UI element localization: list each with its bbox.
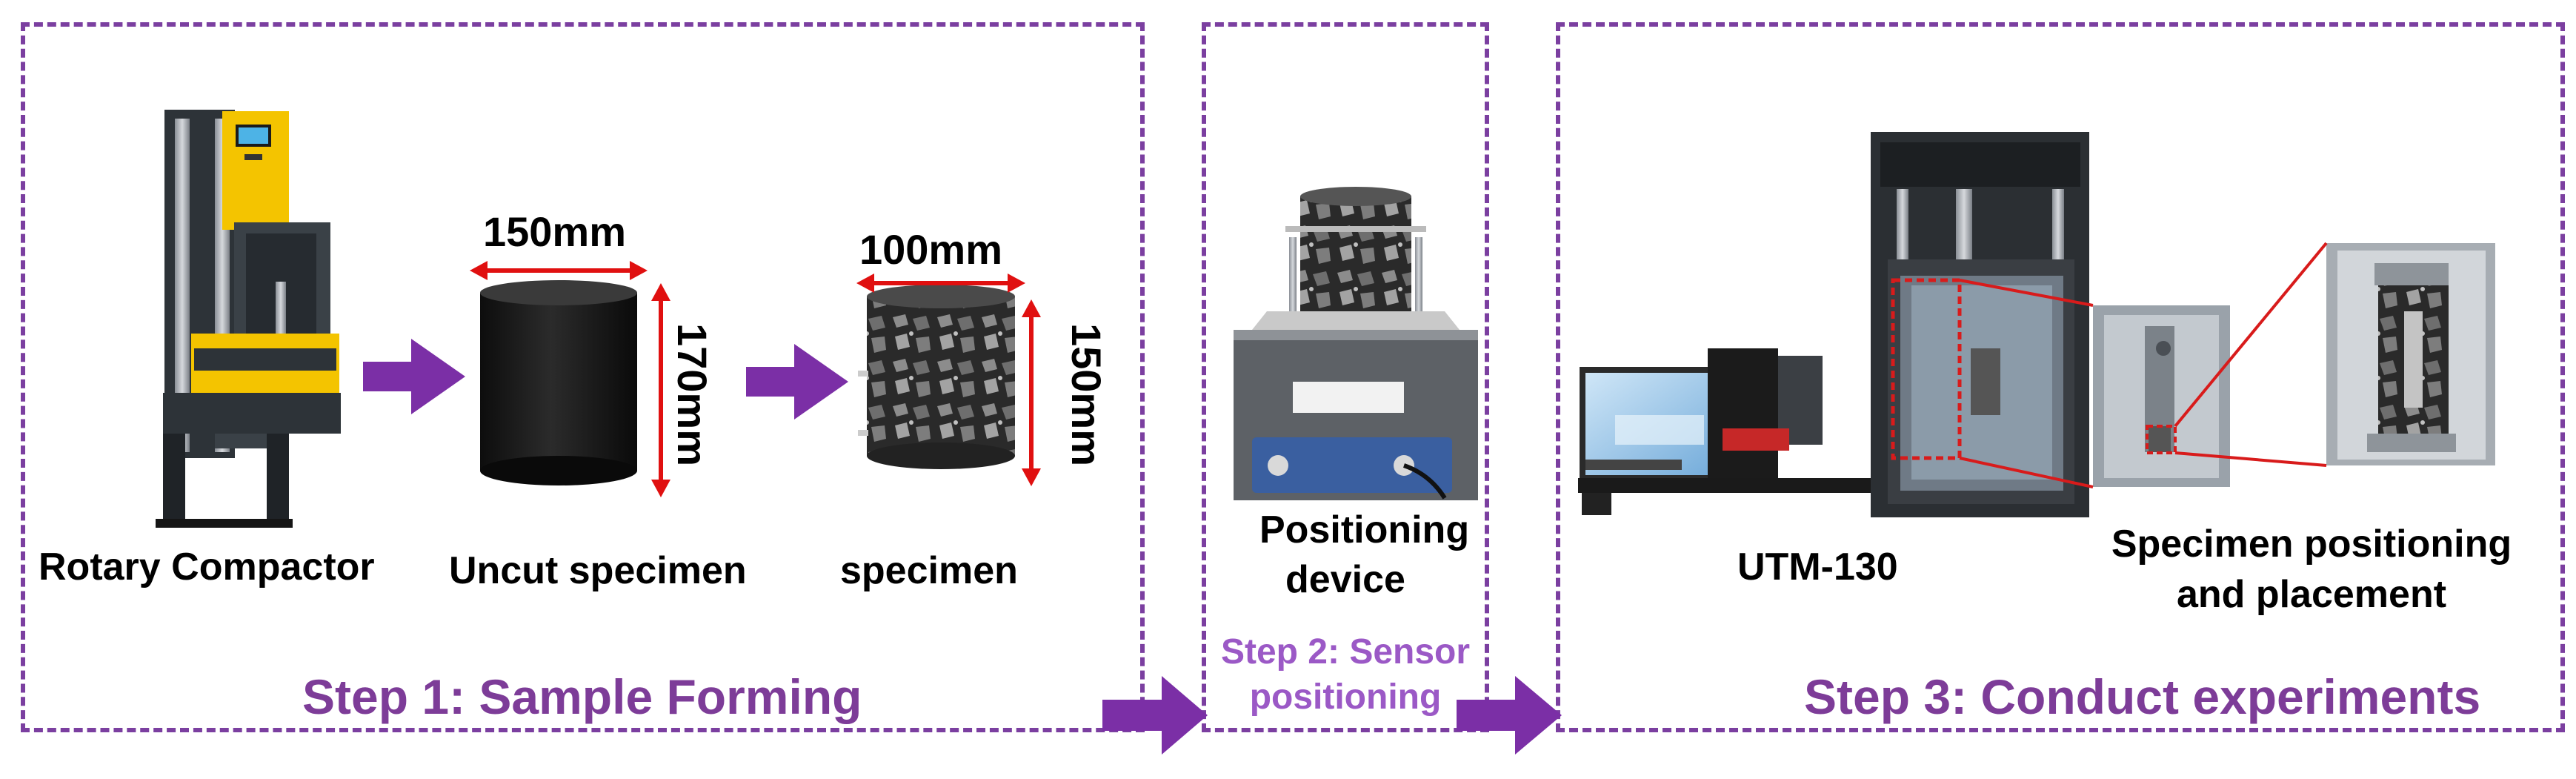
specimen-width-label: 100mm — [859, 226, 1003, 273]
specimen-caption: specimen — [840, 549, 1018, 592]
specimen-placement-caption-line2: and placement — [2176, 573, 2447, 616]
utm-130-caption: UTM-130 — [1737, 546, 1898, 589]
positioning-device-photo — [1234, 187, 1478, 500]
specimen-placement-caption-line1: Specimen positioning — [2111, 523, 2512, 566]
step2-title-line2: positioning — [1249, 677, 1442, 717]
utm-130-photo — [1578, 132, 2089, 517]
step1-title: Step 1: Sample Forming — [302, 669, 862, 724]
step3-title: Step 3: Conduct experiments — [1804, 669, 2481, 724]
arrow-uncut-to-specimen — [746, 344, 848, 420]
specimen-height-label: 150mm — [1063, 322, 1111, 467]
dimension-lines — [470, 261, 1041, 497]
uncut-specimen-photo — [480, 280, 637, 485]
arrow-compactor-to-uncut — [363, 339, 465, 414]
cut-specimen-photo — [858, 285, 1015, 469]
step2-title-line1: Step 2: Sensor — [1220, 632, 1471, 672]
flow-arrows — [363, 339, 1562, 755]
specimen-placement-photo — [2093, 243, 2495, 487]
arrow-step2-to-step3 — [1457, 676, 1562, 755]
step2-box — [1202, 22, 1489, 732]
uncut-height-label: 170mm — [669, 322, 716, 467]
uncut-specimen-caption: Uncut specimen — [449, 549, 747, 592]
rotary-compactor-photo — [156, 110, 341, 528]
step1-box — [21, 22, 1145, 732]
positioning-device-caption-line1: Positioning — [1259, 508, 1470, 551]
zoom-callouts — [1891, 242, 2328, 488]
rotary-compactor-caption: Rotary Compactor — [39, 546, 375, 589]
arrow-step1-to-step2 — [1102, 676, 1208, 755]
step3-box — [1556, 22, 2565, 732]
positioning-device-caption-line2: device — [1285, 558, 1405, 601]
uncut-width-label: 150mm — [483, 208, 627, 255]
